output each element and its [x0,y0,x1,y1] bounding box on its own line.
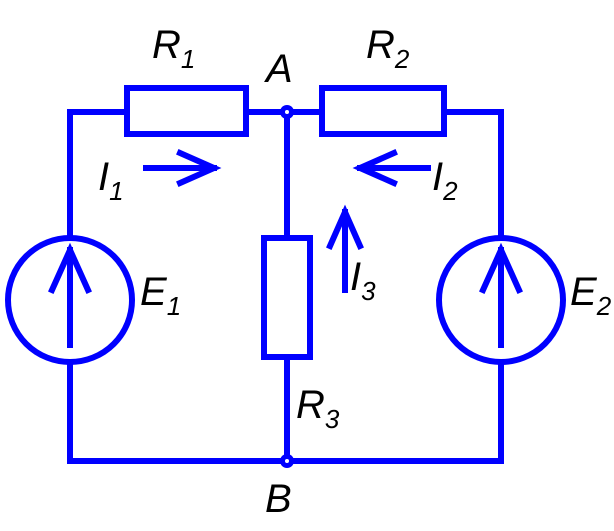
label-r2: R2 [366,23,410,74]
current-i3-arrow-icon [326,204,364,293]
source-e2-arrow-icon [479,242,523,348]
label-node-a: A [264,47,293,91]
wire-top-right [441,109,504,241]
wire-top-left [67,109,130,241]
resistor-r1 [124,85,249,137]
label-node-b: B [265,477,292,521]
label-i2: I2 [432,155,458,206]
resistor-r2 [319,85,447,137]
label-i1: I1 [98,155,124,206]
current-i1-arrow-icon [143,149,222,187]
label-i3: I3 [350,255,376,306]
node-a-center [285,110,289,114]
node-b-center [285,459,289,463]
current-i2-arrow-icon [352,149,431,187]
label-r3: R3 [296,383,340,434]
label-e2: E2 [570,270,612,321]
label-e1: E1 [140,270,181,321]
label-r1: R1 [152,23,195,74]
source-e1-arrow-icon [48,242,92,348]
resistor-r3 [261,235,313,360]
